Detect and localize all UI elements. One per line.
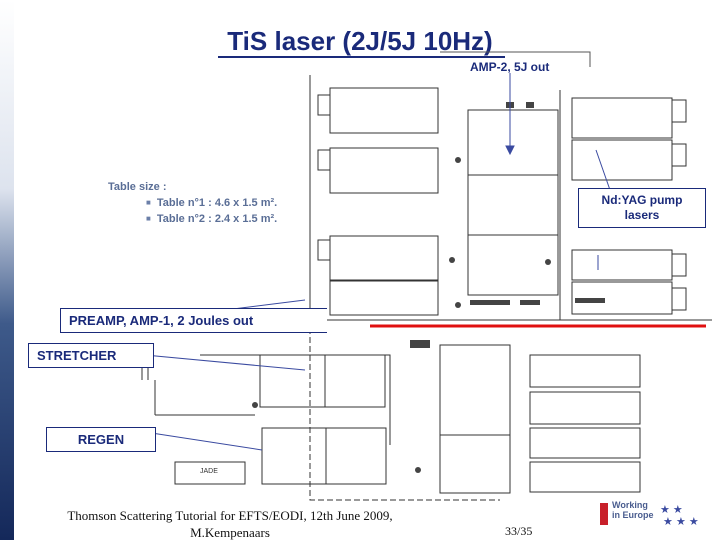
regen-text: REGEN: [77, 432, 125, 447]
module-box: [529, 391, 641, 425]
stretcher-label: STRETCHER: [28, 343, 154, 368]
table-size-heading: Table size :: [108, 181, 167, 193]
page-number: 33/35: [505, 524, 533, 538]
footer-line-2: M.Kempenaars: [190, 525, 270, 540]
footer-line-1: Thomson Scattering Tutorial for EFTS/EOD…: [67, 508, 393, 523]
regen-label: REGEN: [46, 427, 156, 452]
stretcher-box: [259, 354, 326, 408]
jade-box: [174, 461, 246, 485]
eu-stars-icon: ★ ★ ★ ★ ★: [660, 504, 699, 528]
amp2-stack: [467, 109, 559, 176]
module-box: [329, 87, 439, 134]
footer-citation: Thomson Scattering Tutorial for EFTS/EOD…: [60, 507, 400, 541]
module-box: [329, 279, 439, 316]
sidebar-decoration: [0, 0, 14, 540]
logo-line-1: Working: [612, 500, 648, 510]
module-box: [529, 461, 641, 493]
amp2-label: AMP-2, 5J out: [470, 60, 550, 74]
module-box: [329, 147, 439, 194]
pump-laser: [571, 139, 673, 181]
lower-table-outline: [200, 354, 391, 445]
table-size-item: Table n°2 : 2.4 x 1.5 m².: [146, 211, 277, 227]
regen-box: [261, 427, 327, 485]
page-title: TiS laser (2J/5J 10Hz): [227, 26, 493, 56]
preamp-label: PREAMP, AMP-1, 2 Joules out: [60, 308, 327, 333]
working-in-europe-logo: Working in Europe: [612, 500, 654, 520]
table-size-item: Table n°1 : 4.6 x 1.5 m².: [146, 195, 277, 211]
pump-laser: [571, 97, 673, 139]
module-box: [329, 235, 439, 282]
jade-label: JADE: [200, 468, 218, 475]
arrow-head: [505, 145, 515, 156]
module-box: [529, 354, 641, 388]
stretcher-text: STRETCHER: [37, 348, 117, 363]
table-size-info: Table size : Table n°1 : 4.6 x 1.5 m². T…: [108, 180, 277, 227]
pump-laser: [571, 249, 673, 281]
module-box: [529, 427, 641, 459]
logo-line-2: in Europe: [612, 510, 654, 520]
logo-red-mark: [600, 503, 608, 525]
nd-yag-label: Nd:YAG pump lasers: [578, 188, 706, 228]
lower-stack: [439, 344, 511, 436]
nd-yag-text: Nd:YAG pump lasers: [601, 193, 683, 222]
preamp-text: PREAMP, AMP-1, 2 Joules out: [69, 313, 254, 328]
upper-table-edge: [440, 51, 591, 67]
